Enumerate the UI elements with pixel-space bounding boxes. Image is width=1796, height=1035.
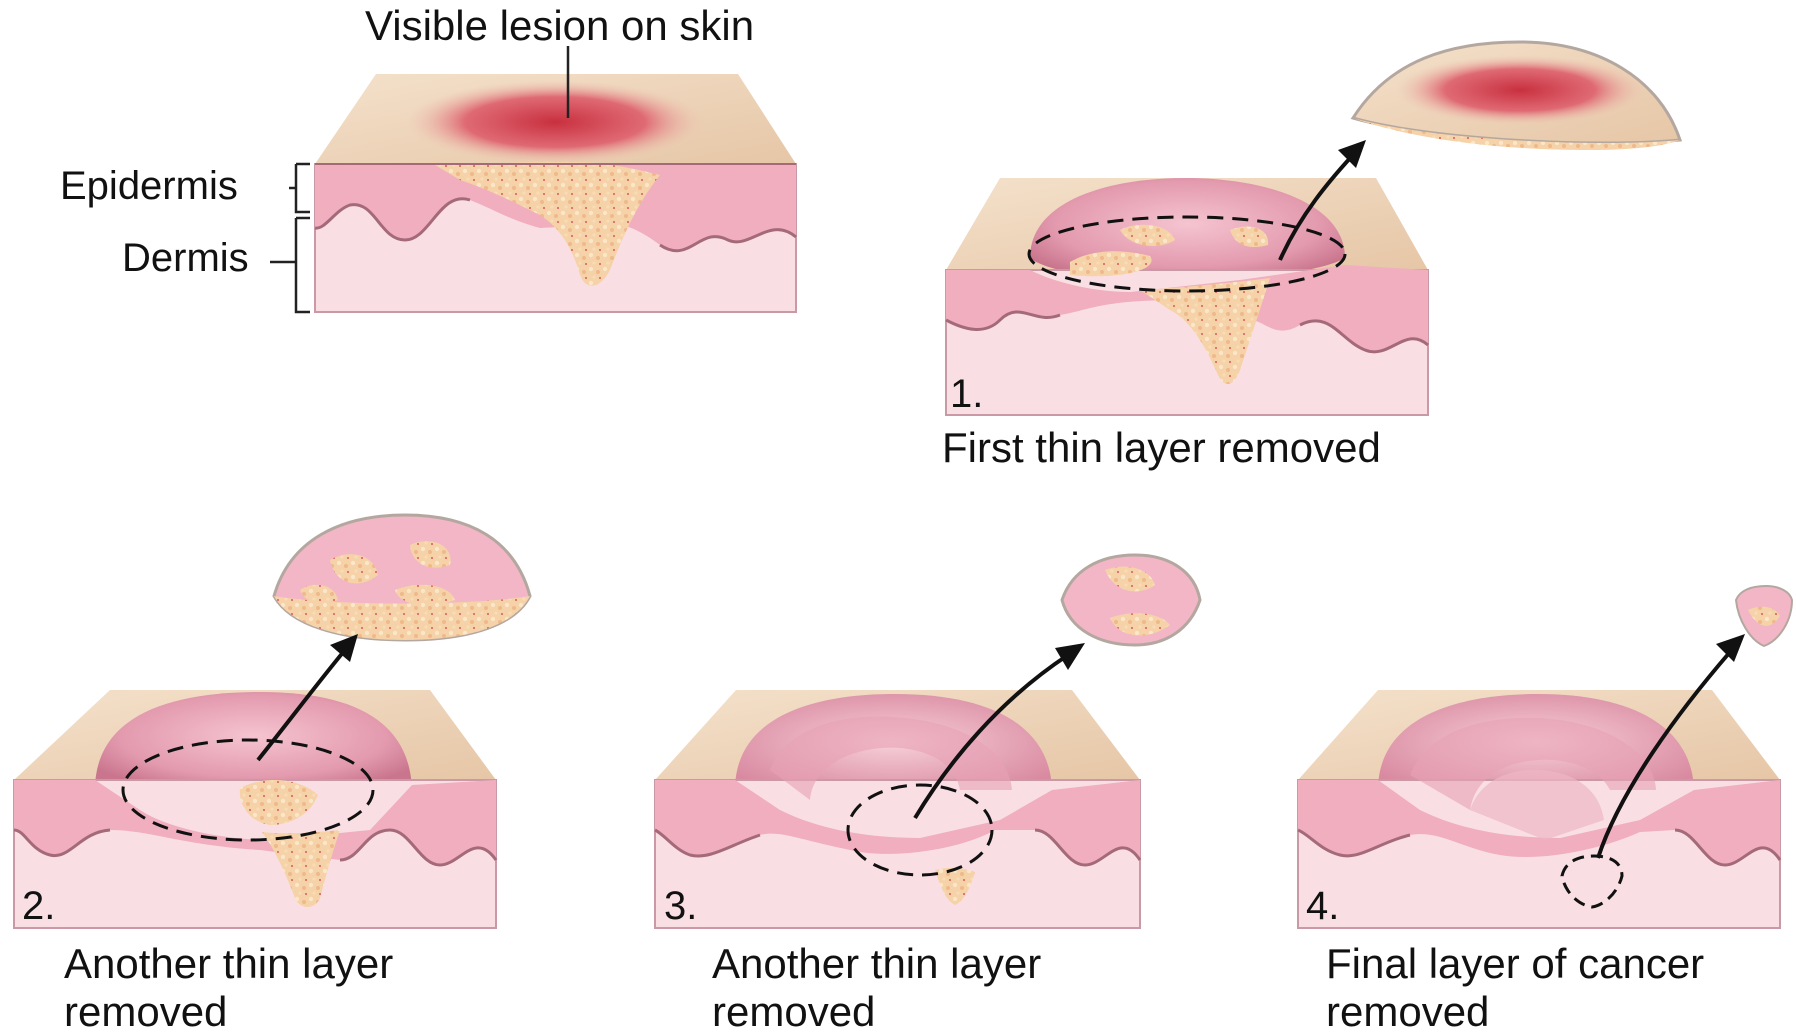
arrow-head-2: [330, 634, 358, 662]
step-4-number: 4.: [1306, 884, 1339, 929]
step-2-number: 2.: [22, 884, 55, 929]
step-1-caption: First thin layer removed: [942, 424, 1381, 471]
step-3-caption-line2: removed: [712, 988, 875, 1035]
step-3-block: [655, 643, 1140, 928]
step-3-caption-line1: Another thin layer: [712, 940, 1041, 987]
step-4-block: [1298, 634, 1780, 928]
step-3-number: 3.: [664, 884, 697, 929]
arrow-head-1: [1338, 140, 1366, 168]
arrow-head-3: [1055, 643, 1085, 670]
step-2-caption-line1: Another thin layer: [64, 940, 393, 987]
arrow-head-4: [1716, 634, 1745, 662]
step-1-block: [946, 140, 1428, 415]
visible-lesion-label: Visible lesion on skin: [365, 2, 754, 49]
removed-layer-1: [1353, 42, 1680, 150]
step-1-number: 1.: [950, 372, 983, 417]
epidermis-label: Epidermis: [60, 164, 238, 209]
removed-layer-3: [1062, 555, 1200, 645]
removed-layer-2: [274, 515, 530, 640]
step-4-caption-line2: removed: [1326, 988, 1489, 1035]
step-2-block: [14, 634, 496, 928]
lesion-skin-block: [270, 46, 796, 312]
step-4-caption-line1: Final layer of cancer: [1326, 940, 1704, 987]
removed-layer-4: [1736, 586, 1792, 646]
dermis-label: Dermis: [122, 236, 249, 281]
step-2-caption-line2: removed: [64, 988, 227, 1035]
